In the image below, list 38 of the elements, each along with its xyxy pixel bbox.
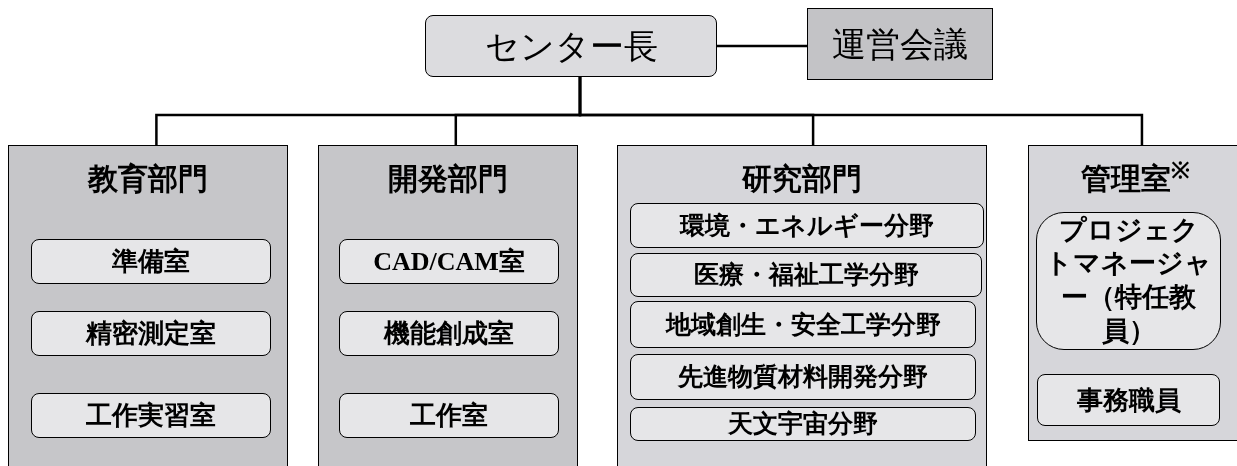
connector-line xyxy=(578,77,1144,145)
director-title: センター長 xyxy=(484,25,658,67)
division-title: 開発部門 xyxy=(387,164,509,194)
unit-box xyxy=(1037,374,1220,426)
unit-box xyxy=(339,393,559,438)
field-box xyxy=(630,407,976,441)
director-box xyxy=(425,15,717,77)
field-box xyxy=(630,203,984,248)
unit-name: 精密測定室 xyxy=(86,317,216,350)
unit-box xyxy=(31,239,271,284)
field-name: 地域創生・安全工学分野 xyxy=(665,308,941,340)
division-title: 教育部門 xyxy=(86,164,209,194)
council-title: 運営会議 xyxy=(832,23,968,65)
unit-name: CAD/CAM室 xyxy=(373,246,525,278)
unit-name: 事務職員 xyxy=(1076,383,1181,417)
unit-box xyxy=(31,311,271,356)
council-box xyxy=(807,8,993,80)
connector-line xyxy=(717,44,807,48)
staff-role: プロジェクトマネージャー（特任教員） xyxy=(1045,213,1212,348)
division-panel xyxy=(1028,145,1237,441)
field-name: 医療・福祉工学分野 xyxy=(693,259,919,291)
unit-name: 準備室 xyxy=(112,245,190,278)
field-box xyxy=(630,301,976,348)
unit-box xyxy=(339,239,559,284)
unit-box xyxy=(339,311,559,356)
unit-name: 工作実習室 xyxy=(86,399,216,432)
unit-box xyxy=(31,393,271,438)
division-title: 研究部門 xyxy=(741,164,863,194)
division-panel xyxy=(8,145,288,466)
field-name: 先進物質材料開発分野 xyxy=(678,361,928,393)
field-box xyxy=(630,354,976,400)
unit-name: 機能創成室 xyxy=(384,317,514,350)
field-name: 天文宇宙分野 xyxy=(728,408,878,440)
field-name: 環境・エネルギー分野 xyxy=(680,209,934,241)
unit-name: 工作室 xyxy=(410,399,488,432)
field-box xyxy=(630,253,982,297)
division-panel xyxy=(318,145,578,466)
division-panel xyxy=(617,145,987,466)
